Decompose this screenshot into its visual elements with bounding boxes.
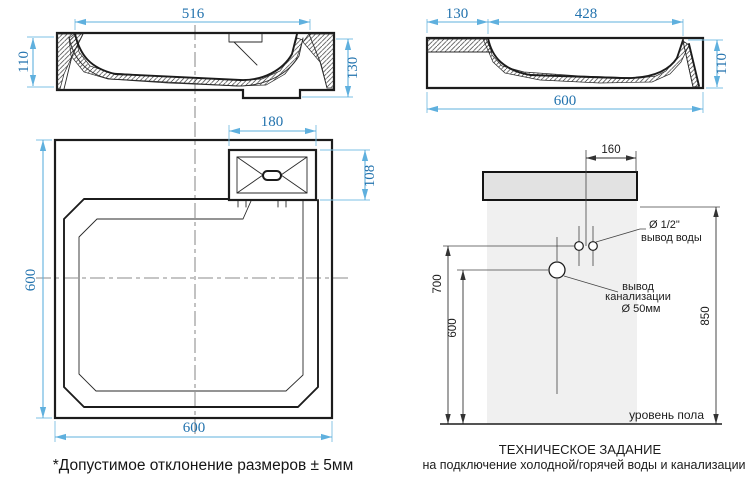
side-section-body bbox=[425, 36, 705, 90]
dim-front-width: 516 bbox=[182, 6, 205, 22]
front-section-view: 516 110 130 bbox=[16, 6, 361, 118]
dim-water-height: 700 bbox=[432, 274, 444, 293]
dim-drain-height: 600 bbox=[447, 318, 459, 337]
overflow-slot bbox=[262, 170, 282, 181]
dim-side-height: 110 bbox=[714, 53, 730, 75]
drain-label-line1: вывод bbox=[622, 281, 654, 293]
dim-plan-width: 600 bbox=[183, 420, 206, 436]
drain-label-line2: канализации bbox=[605, 291, 671, 303]
dim-platform-depth: 108 bbox=[362, 165, 378, 188]
water-outlet-left bbox=[574, 241, 584, 251]
water-outlet-size-label: Ø 1/2" bbox=[649, 219, 680, 231]
dim-side-ledge: 130 bbox=[446, 6, 469, 22]
dim-plan-height: 600 bbox=[23, 269, 39, 292]
dim-side-width: 600 bbox=[554, 93, 577, 109]
front-section-body bbox=[55, 31, 336, 100]
dim-platform-width: 180 bbox=[261, 114, 284, 130]
tolerance-footnote: *Допустимое отклонение размеров ± 5мм bbox=[53, 457, 353, 474]
faucet-platform bbox=[227, 148, 318, 202]
installation-diagram: 160 Ø 1/2" вывод воды вывод канализации … bbox=[422, 144, 745, 472]
installation-title-line1: ТЕХНИЧЕСКОЕ ЗАДАНИЕ bbox=[499, 442, 662, 457]
water-outlet-label: вывод воды bbox=[641, 232, 702, 244]
dim-front-height-left: 110 bbox=[16, 51, 32, 73]
water-outlet-right bbox=[588, 241, 598, 251]
drain-outlet bbox=[548, 261, 566, 279]
plan-view: 180 108 600 600 bbox=[23, 114, 378, 442]
wall-zone bbox=[487, 200, 637, 424]
installation-title-line2: на подключение холодной/горячей воды и к… bbox=[422, 458, 745, 472]
dim-overall-height: 850 bbox=[700, 306, 712, 325]
dim-side-basin: 428 bbox=[575, 6, 598, 22]
side-section-view: 130 428 600 110 bbox=[425, 6, 730, 113]
plan-outer-edge bbox=[53, 138, 334, 420]
dim-front-height-right: 130 bbox=[345, 57, 361, 80]
dim-outlet-offset: 160 bbox=[601, 144, 620, 156]
floor-level-label: уровень пола bbox=[629, 408, 704, 422]
drain-size-label: Ø 50мм bbox=[622, 303, 661, 315]
sink-side-silhouette bbox=[482, 171, 638, 201]
